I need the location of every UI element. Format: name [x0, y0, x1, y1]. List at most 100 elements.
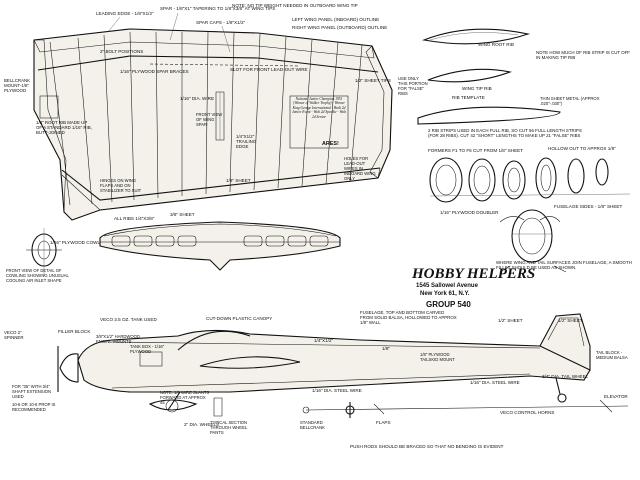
- push-rod: [305, 405, 629, 411]
- label-filler-block: FILLER BLOCK: [58, 329, 91, 334]
- wing-flap-line: [61, 167, 381, 201]
- label-wing-root-rib: WING ROOT RIB: [478, 42, 514, 47]
- wing-root-rib-shape: [421, 28, 531, 45]
- label-left-panel: LEFT WING PANEL (INBOARD) OUTLINE: [292, 17, 379, 22]
- former-f1: [429, 157, 463, 203]
- fuselage-formers: FORMERS F1 TO F6 CUT FROM 1/8" SHEET HOL…: [428, 146, 632, 273]
- vertical-fin: [539, 313, 591, 371]
- label-standard-bellcrank: STANDARD BELLCRANK: [300, 420, 325, 430]
- label-fuselage-sides: FUSELAGE SIDES - 1/8" SHEET: [554, 204, 622, 209]
- label-rib-template: RIB TEMPLATE: [452, 95, 485, 100]
- label-root-rib: 1/8" ROOT RIB MADE UP OF A STANDARD 1/16…: [36, 120, 92, 135]
- stabilizer-plan: ALL RIBS 1/4"X3/8" 3/8" SHEET: [99, 212, 341, 271]
- label-trailing-edge: 1/4"X1/2" TRAILING EDGE: [236, 134, 257, 149]
- label-cowl-reinforcement: 1/16" PLYWOOD COWL REINFORCEMENT: [50, 240, 141, 245]
- plan-group-number: GROUP 540: [426, 300, 471, 309]
- front-view-cowling: 1/16" PLYWOOD COWL REINFORCEMENT FRONT V…: [6, 228, 141, 283]
- label-front-view-spar: FRONT VIEW OF WING SPAR: [196, 112, 223, 127]
- spinner: [59, 353, 79, 383]
- label-wing-tip-rib: WING TIP RIB: [462, 86, 492, 91]
- label-rib-strip-note: 2 RIB STRIPS USED IN EACH FULL RIB, SO C…: [428, 128, 582, 138]
- wing-flap: [61, 167, 381, 211]
- label-wire: 1/16" DIA. WIRE: [180, 96, 214, 101]
- label-leading-edge: LEADING EDGE - 1/8"X1/2": [96, 11, 154, 16]
- label-tailskid-mount: 1/8" PLYWOOD TAILSKID MOUNT: [420, 352, 455, 362]
- wing-fillet-section: [499, 209, 567, 273]
- label-use-only: USE ONLY THIS PORTION FOR "FALSE" RIBS: [398, 76, 428, 96]
- label-wheel-pants: TYPICAL SECTION THROUGH WHEEL PANTS: [210, 420, 248, 435]
- label-control-steel-wire: 1/16" DIA. STEEL WIRE: [312, 388, 362, 393]
- label-plywood-doubler: 1/16" PLYWOOD DOUBLER: [440, 210, 499, 215]
- label-bolt-positions: 2" BOLT POSITIONS: [100, 49, 143, 54]
- label-bellcrank-mount: BELLCRANK MOUNT-1/8" PLYWOOD: [4, 78, 31, 93]
- label-hollow-out: HOLLOW OUT TO APPROX 1/8": [548, 146, 616, 151]
- wing-section-in-fuselage: [199, 356, 301, 369]
- label-half-sheet: 1/2" SHEET: [498, 318, 523, 323]
- label-wing-sheet: 1/8" SHEET: [226, 178, 251, 183]
- tail-wheel: [557, 393, 567, 403]
- label-holes-lead-out: HOLES FOR LEAD-OUT WIRES IN INBOARD WING…: [344, 156, 376, 181]
- label-no-tip-weight: NOTE: NO TIP WEIGHT NEEDED IN OUTBOARD W…: [232, 3, 358, 8]
- label-flaps: FLAPS: [376, 420, 391, 425]
- label-prop: 10-6 OR 10-6 PROP IS RECOMMENDED: [12, 402, 56, 412]
- canopy: [177, 330, 251, 351]
- label-plywood-spar-braces: 1/16" PLYWOOD SPAR BRACES: [120, 69, 189, 74]
- wing-root-sheet: [33, 39, 67, 213]
- wing-tip-sheet: [365, 45, 393, 179]
- label-tail-wheel: 3/4" DIA. TAIL WHEEL: [542, 374, 589, 379]
- label-tank-box: TANK BOX - 1/16" PLYWOOD: [130, 344, 165, 354]
- label-wheels: 2" DIA. WHEELS: [184, 422, 219, 427]
- label-engine-mounts: 3/8"X1/2" HARDWOOD ENGINE MOUNTS: [96, 334, 140, 344]
- label-veco-spinner: VECO 2" SPINNER: [4, 330, 24, 340]
- label-spar: SPAR - 1/8"X1" TAPERING TO 1/8"X3/8" AT …: [160, 6, 275, 11]
- fuselage-outline: [77, 329, 591, 393]
- label-elevator: ELEVATOR: [604, 394, 628, 399]
- label-wire-note: NOTE: 1/8 WIRE SLANTS FORWARD AT APPROX …: [160, 390, 210, 404]
- wheel-pant-section: [213, 397, 223, 417]
- label-fin-sheet: 1/2" SHEET: [558, 318, 583, 323]
- label-fuselage-note: FUSELAGE, TOP AND BOTTOM CARVED FROM SOL…: [360, 310, 457, 325]
- label-spar-caps: SPAR CAPS - 1/8"X1/2": [196, 20, 246, 25]
- lead-out-slot: [149, 63, 301, 67]
- label-shaft-note: FOR "35" WITH 3/4" SHAFT EXTENSION USED: [12, 384, 52, 398]
- label-hinges: HINGES ON WING FLAPS AND ON STABILIZER T…: [100, 178, 142, 193]
- label-sheet-eighth: 1/8": [382, 346, 390, 351]
- wing-spar: [37, 55, 379, 73]
- label-sheet-quarter: 1/4"X1/2": [314, 338, 333, 343]
- label-fillet-note: WHERE WING AND TAIL SURFACES JOIN FUSELA…: [496, 260, 632, 270]
- label-stab-sheet: 3/8" SHEET: [170, 212, 195, 217]
- control-linkage: 1/16" DIA. STEEL WIRE STANDARD BELLCRANK…: [300, 388, 628, 449]
- former-f5: [567, 158, 585, 194]
- plan-title: HOBBY HELPERS: [411, 266, 535, 282]
- champion-info-box: National Junior Champion 1951 (Winner of…: [289, 95, 349, 149]
- label-front-view-caption: FRONT VIEW OF DETAIL OF COWLING SHOWING …: [6, 268, 69, 283]
- label-all-ribs: ALL RIBS 1/4"X3/8": [114, 216, 155, 221]
- label-tank-used: VECO 3.5 OZ. TANK USED: [100, 317, 157, 322]
- rib-template-shape: [417, 106, 561, 125]
- former-f6: [595, 158, 609, 186]
- rib-details: WING ROOT RIB WING TIP RIB NOTE HOW MUCH…: [398, 28, 630, 138]
- label-right-panel: RIGHT WING PANEL (OUTBOARD) OUTLINE: [292, 25, 387, 30]
- plan-address-line-1: 1545 Sallowel Avenue: [416, 283, 479, 289]
- fuselage-side-view: VECO 3.5 OZ. TANK USED CUT-DOWN PLASTIC …: [4, 310, 628, 435]
- ares-label: ARES!: [322, 141, 339, 147]
- label-tail-steel-wire: 1/16" DIA. STEEL WIRE: [470, 380, 520, 385]
- former-f2: [468, 158, 496, 202]
- label-control-horns: VECO CONTROL HORNS: [500, 410, 554, 415]
- bellcrank-mount-plate: [39, 95, 59, 119]
- former-f4: [535, 157, 557, 199]
- label-tail-block: TAIL BLOCK - MEDIUM BALSA: [596, 350, 628, 360]
- main-wheel: [165, 399, 179, 413]
- champion-info-text: National Junior Champion 1951 (Winner of…: [292, 97, 346, 119]
- leading-edge-sheeting: [33, 28, 375, 59]
- tank-box: [139, 351, 163, 367]
- label-strip-note: NOTE HOW MUCH OF RIB STRIP IS CUT OFF IN…: [536, 50, 630, 60]
- plan-address-line-2: New York 61, N.Y.: [420, 291, 470, 297]
- wing-plan-view: National Junior Champion 1951 (Winner of…: [4, 3, 393, 221]
- wing-tip-rib-shape: [427, 68, 513, 83]
- label-half-sheet-tips: 1/2" SHEET TIPS: [355, 78, 391, 83]
- label-push-rods: PUSH RODS SHOULD BE BRACED SO THAT NO BE…: [350, 444, 504, 449]
- label-slot-lead-out: SLOT FOR FRONT LEAD-OUT WIRE: [230, 67, 308, 72]
- label-canopy: CUT-DOWN PLASTIC CANOPY: [206, 316, 272, 321]
